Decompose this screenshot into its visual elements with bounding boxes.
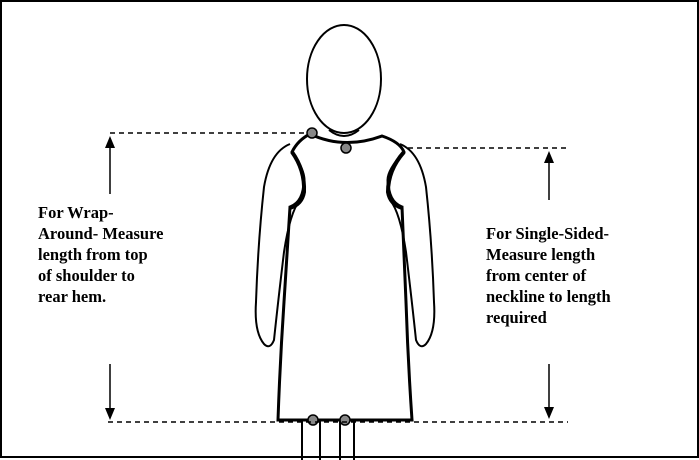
left-arrowhead-down — [105, 408, 115, 420]
neckline-center-point — [341, 143, 351, 153]
rear-hem-point — [308, 415, 318, 425]
single-sided-instruction: For Single-Sided- Measure length from ce… — [486, 223, 686, 328]
right-arrowhead-up — [544, 151, 554, 163]
shoulder-point — [307, 128, 317, 138]
wrap-around-instruction: For Wrap- Around- Measure length from to… — [38, 202, 268, 307]
left-arrowhead-up — [105, 136, 115, 148]
front-hem-point — [340, 415, 350, 425]
head-outline — [307, 25, 381, 133]
right-armhole — [388, 152, 404, 208]
right-arm-outline — [390, 144, 434, 346]
right-arrowhead-down — [544, 407, 554, 419]
left-armhole — [290, 152, 304, 208]
